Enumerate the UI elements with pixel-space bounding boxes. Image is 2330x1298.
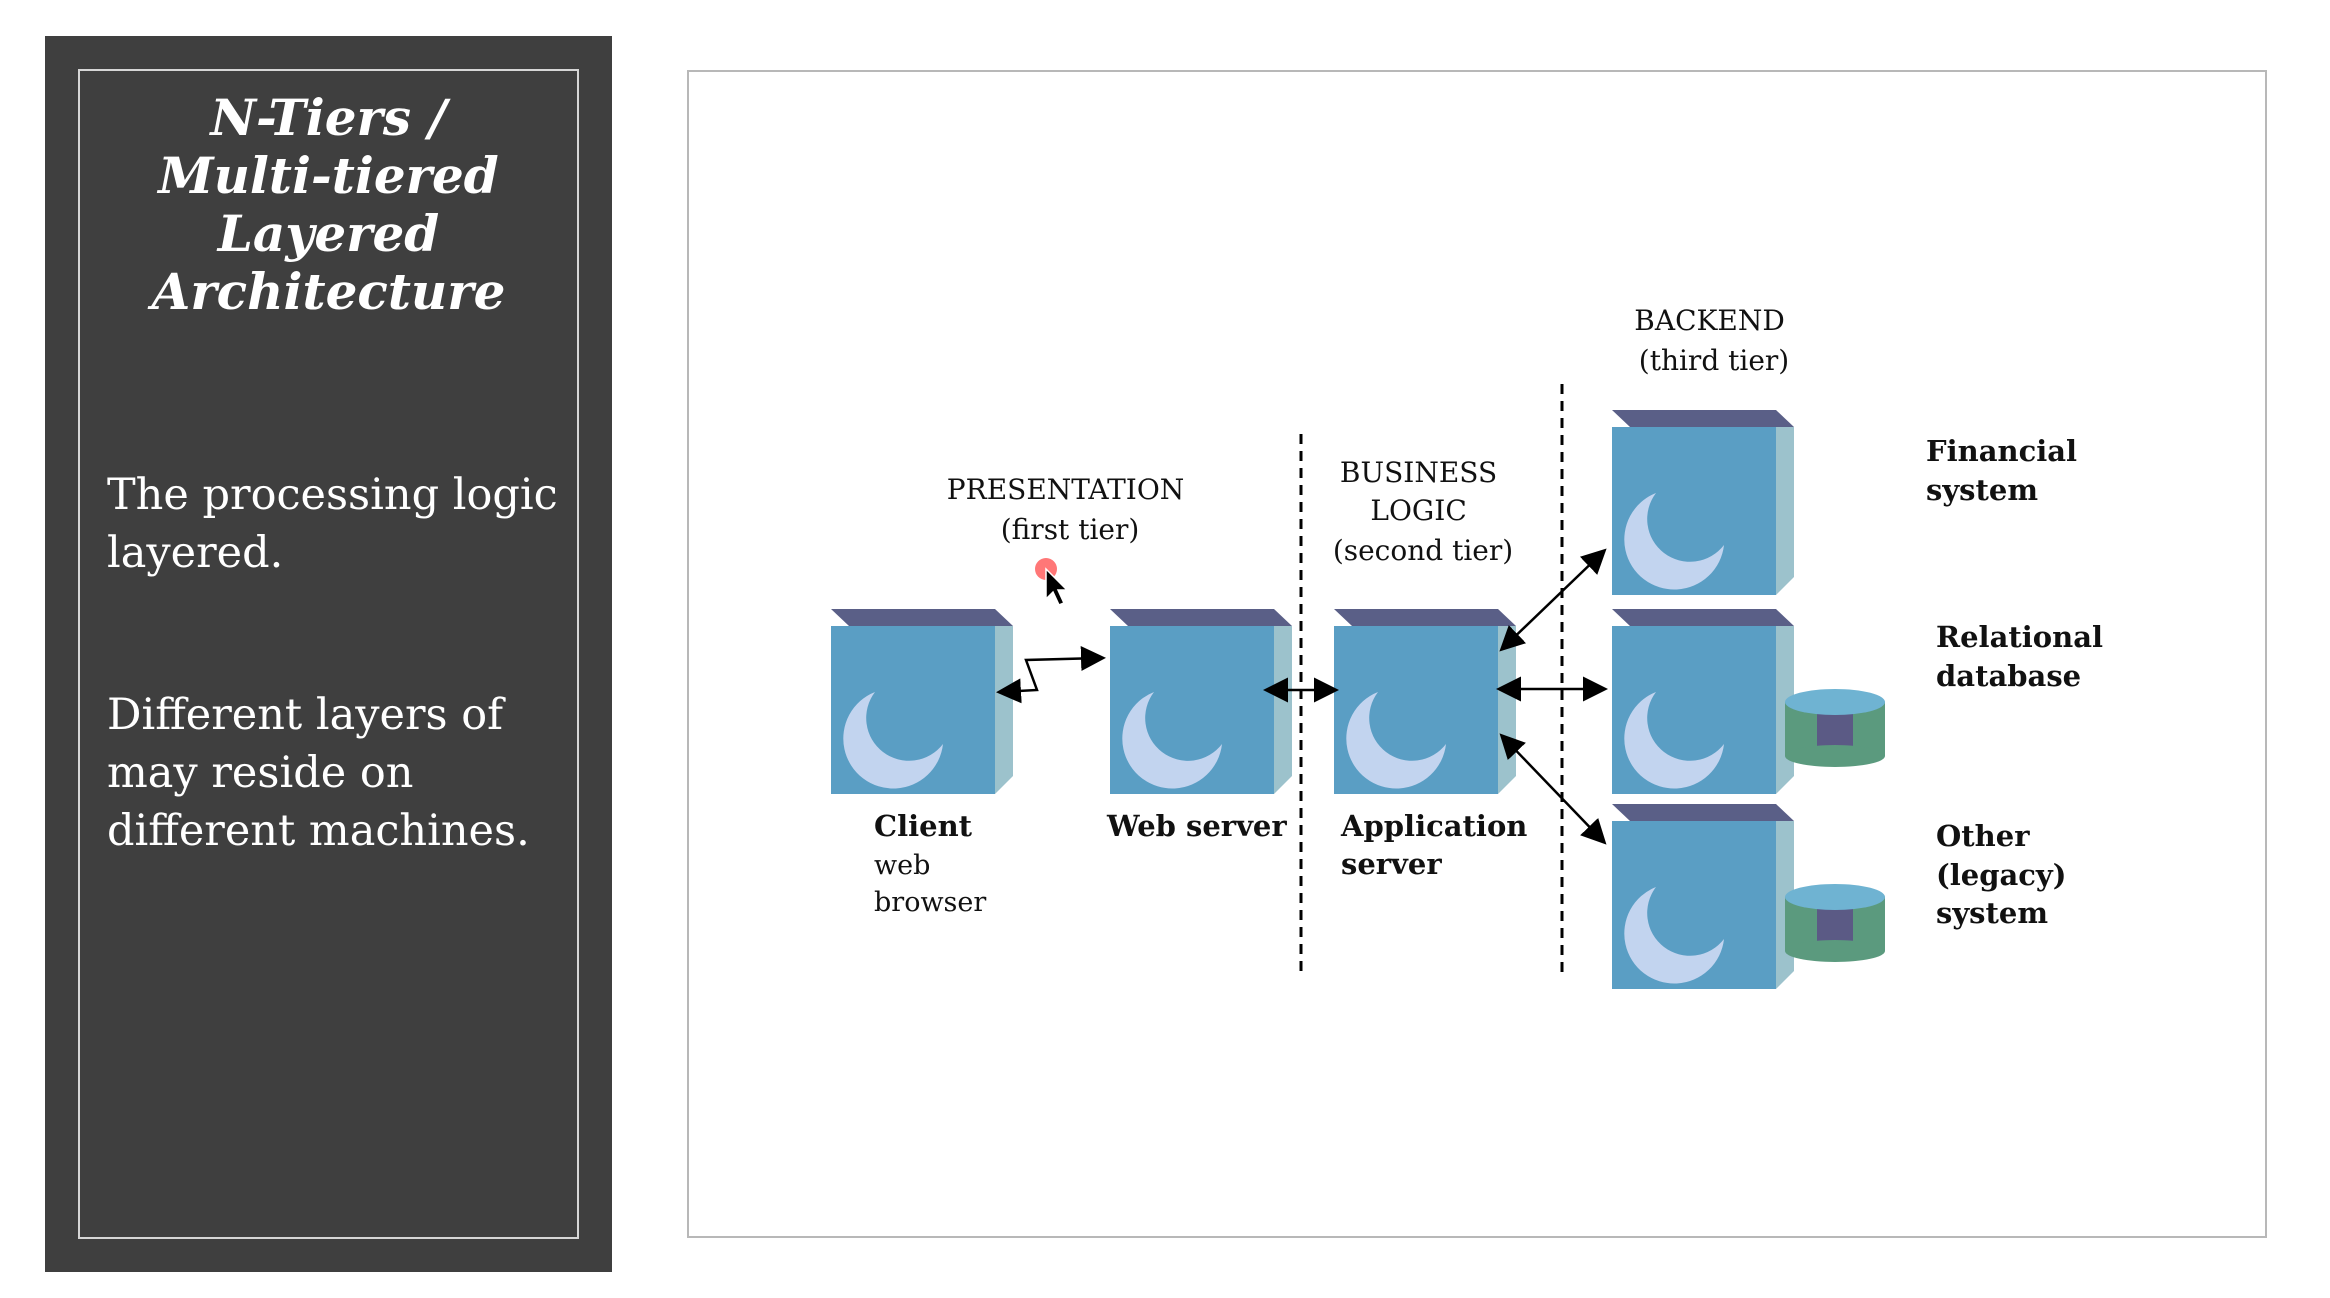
financial-system-cube xyxy=(1612,410,1794,595)
moon-icon xyxy=(1122,692,1222,789)
slide-title: N-Tiers / Multi-tiered Layered Architect… xyxy=(80,89,577,321)
title-line: Layered xyxy=(217,204,440,263)
bullet-different-layers: Different layers of may reside on differ… xyxy=(107,690,530,856)
moon-icon xyxy=(843,692,943,789)
label-financial-line: system xyxy=(1926,473,2038,507)
moon-icon xyxy=(1624,493,1724,590)
label-relational-database: Relational database xyxy=(1936,620,2113,693)
tier-presentation-line: (first tier) xyxy=(1001,513,1140,546)
title-line: Architecture xyxy=(151,262,506,321)
label-client: Client web browser xyxy=(874,809,986,918)
app-financial-arrow xyxy=(1499,548,1607,652)
tier-presentation: PRESENTATION (first tier) xyxy=(947,473,1193,546)
tier-backend: BACKEND (third tier) xyxy=(1634,304,1793,377)
left-panel: N-Tiers / Multi-tiered Layered Architect… xyxy=(45,36,612,1272)
label-other-line: system xyxy=(1936,896,2048,930)
label-financial-system: Financial system xyxy=(1926,434,2087,507)
label-application-line: Application xyxy=(1340,809,1527,843)
label-relational-line: Relational xyxy=(1936,620,2103,654)
relational-database-cube xyxy=(1612,609,1794,794)
label-application-server: Application server xyxy=(1340,809,1538,881)
client-web-arrow xyxy=(996,646,1106,704)
label-client-line: web xyxy=(874,850,930,881)
mouse-pointer-icon xyxy=(1035,558,1069,606)
database-cylinder xyxy=(1785,689,1885,767)
label-client-line: Client xyxy=(874,809,973,843)
tier-business-line: BUSINESS xyxy=(1340,456,1497,489)
diagram-frame: PRESENTATION (first tier) BUSINESS LOGIC… xyxy=(687,70,2267,1238)
application-server-cube xyxy=(1334,609,1516,794)
label-relational-line: database xyxy=(1936,659,2081,693)
left-frame: N-Tiers / Multi-tiered Layered Architect… xyxy=(78,69,579,1239)
tier-backend-line: BACKEND xyxy=(1634,304,1785,337)
label-other-line: (legacy) xyxy=(1936,858,2067,892)
label-client-line: browser xyxy=(874,887,986,918)
label-web-server: Web server xyxy=(1106,809,1287,843)
tier-business-line: LOGIC xyxy=(1370,494,1466,527)
label-application-line: server xyxy=(1341,847,1442,881)
label-other-system: Other (legacy) system xyxy=(1936,819,2077,930)
web-server-cube xyxy=(1110,609,1292,794)
moon-icon xyxy=(1624,692,1724,789)
title-line: Multi-tiered xyxy=(158,146,499,205)
tier-presentation-line: PRESENTATION xyxy=(947,473,1185,506)
client-cube xyxy=(831,609,1013,794)
label-other-line: Other xyxy=(1936,819,2030,853)
tier-business-line: (second tier) xyxy=(1333,534,1513,567)
n-tier-diagram: PRESENTATION (first tier) BUSINESS LOGIC… xyxy=(831,304,2113,989)
tier-business: BUSINESS LOGIC (second tier) xyxy=(1333,456,1513,567)
app-other-arrow xyxy=(1499,733,1607,845)
tier-backend-line: (third tier) xyxy=(1639,344,1789,377)
label-financial-line: Financial xyxy=(1926,434,2077,468)
bullet-processing-logic: The processing logic layered. xyxy=(107,470,558,578)
title-line: N-Tiers / xyxy=(210,88,447,147)
moon-icon xyxy=(1346,692,1446,789)
other-system-cube xyxy=(1612,804,1794,989)
database-cylinder xyxy=(1785,884,1885,962)
moon-icon xyxy=(1624,887,1724,984)
